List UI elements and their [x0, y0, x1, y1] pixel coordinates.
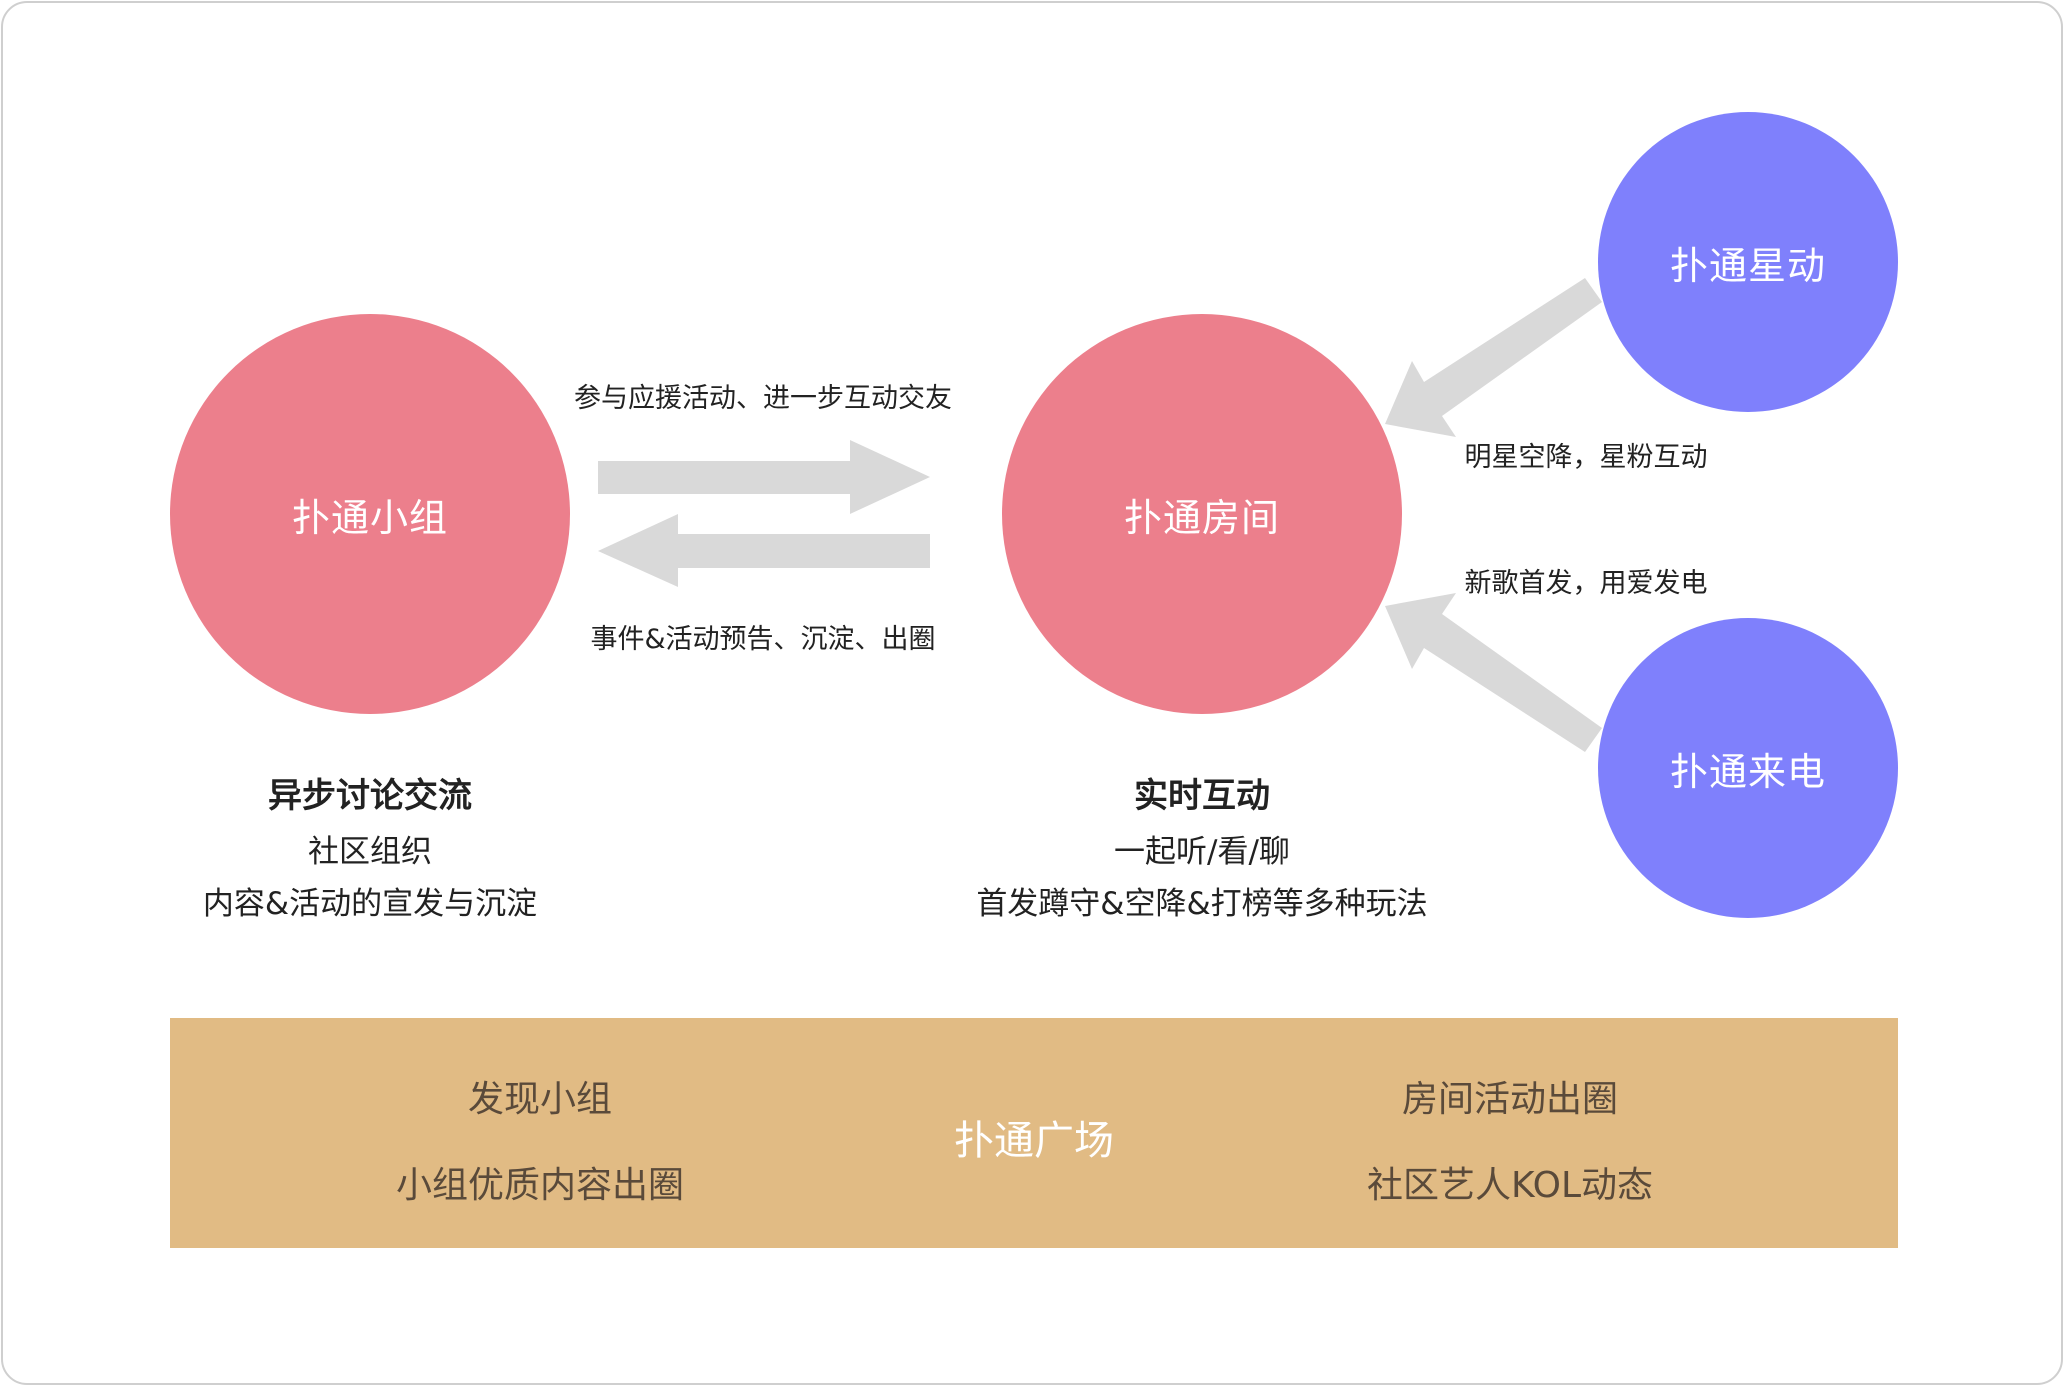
- plaza-right-line2: 社区艺人KOL动态: [1366, 1165, 1654, 1206]
- plaza-left-line2: 小组优质内容出圈: [395, 1165, 684, 1206]
- group-desc-line2: 内容&活动的宣发与沉淀: [202, 886, 538, 922]
- arrow-group-to-room: [598, 440, 930, 514]
- arrow-star-to-room: [1385, 278, 1602, 437]
- plaza-left-line1: 发现小组: [467, 1079, 612, 1120]
- room-desc-line1: 一起听/看/聊: [1114, 834, 1290, 870]
- plaza-banner: 发现小组 小组优质内容出圈 扑通广场 房间活动出圈 社区艺人KOL动态: [170, 1018, 1898, 1248]
- room-desc-title: 实时互动: [1134, 776, 1270, 816]
- group-desc-line1: 社区组织: [308, 834, 432, 870]
- edge-label-room-to-group: 事件&活动预告、沉淀、出圈: [590, 624, 936, 655]
- node-group-label: 扑通小组: [291, 495, 448, 540]
- room-desc-line2: 首发蹲守&空降&打榜等多种玩法: [976, 886, 1428, 922]
- node-room-label: 扑通房间: [1123, 495, 1280, 540]
- node-group: 扑通小组: [170, 314, 570, 714]
- node-star-label: 扑通星动: [1669, 243, 1826, 288]
- edge-label-group-to-room: 参与应援活动、进一步互动交友: [574, 383, 952, 414]
- arrow-room-to-group: [598, 514, 930, 587]
- arrow-call-to-room: [1385, 593, 1602, 752]
- node-star: 扑通星动: [1598, 112, 1898, 412]
- plaza-right-line1: 房间活动出圈: [1401, 1079, 1618, 1120]
- edge-label-star-to-room: 明星空降，星粉互动: [1464, 442, 1708, 473]
- node-room: 扑通房间: [1002, 314, 1402, 714]
- node-call: 扑通来电: [1598, 618, 1898, 918]
- group-desc-title: 异步讨论交流: [268, 776, 472, 816]
- plaza-title: 扑通广场: [954, 1118, 1114, 1164]
- node-call-label: 扑通来电: [1669, 749, 1826, 794]
- edge-label-call-to-room: 新歌首发，用爱发电: [1464, 568, 1708, 599]
